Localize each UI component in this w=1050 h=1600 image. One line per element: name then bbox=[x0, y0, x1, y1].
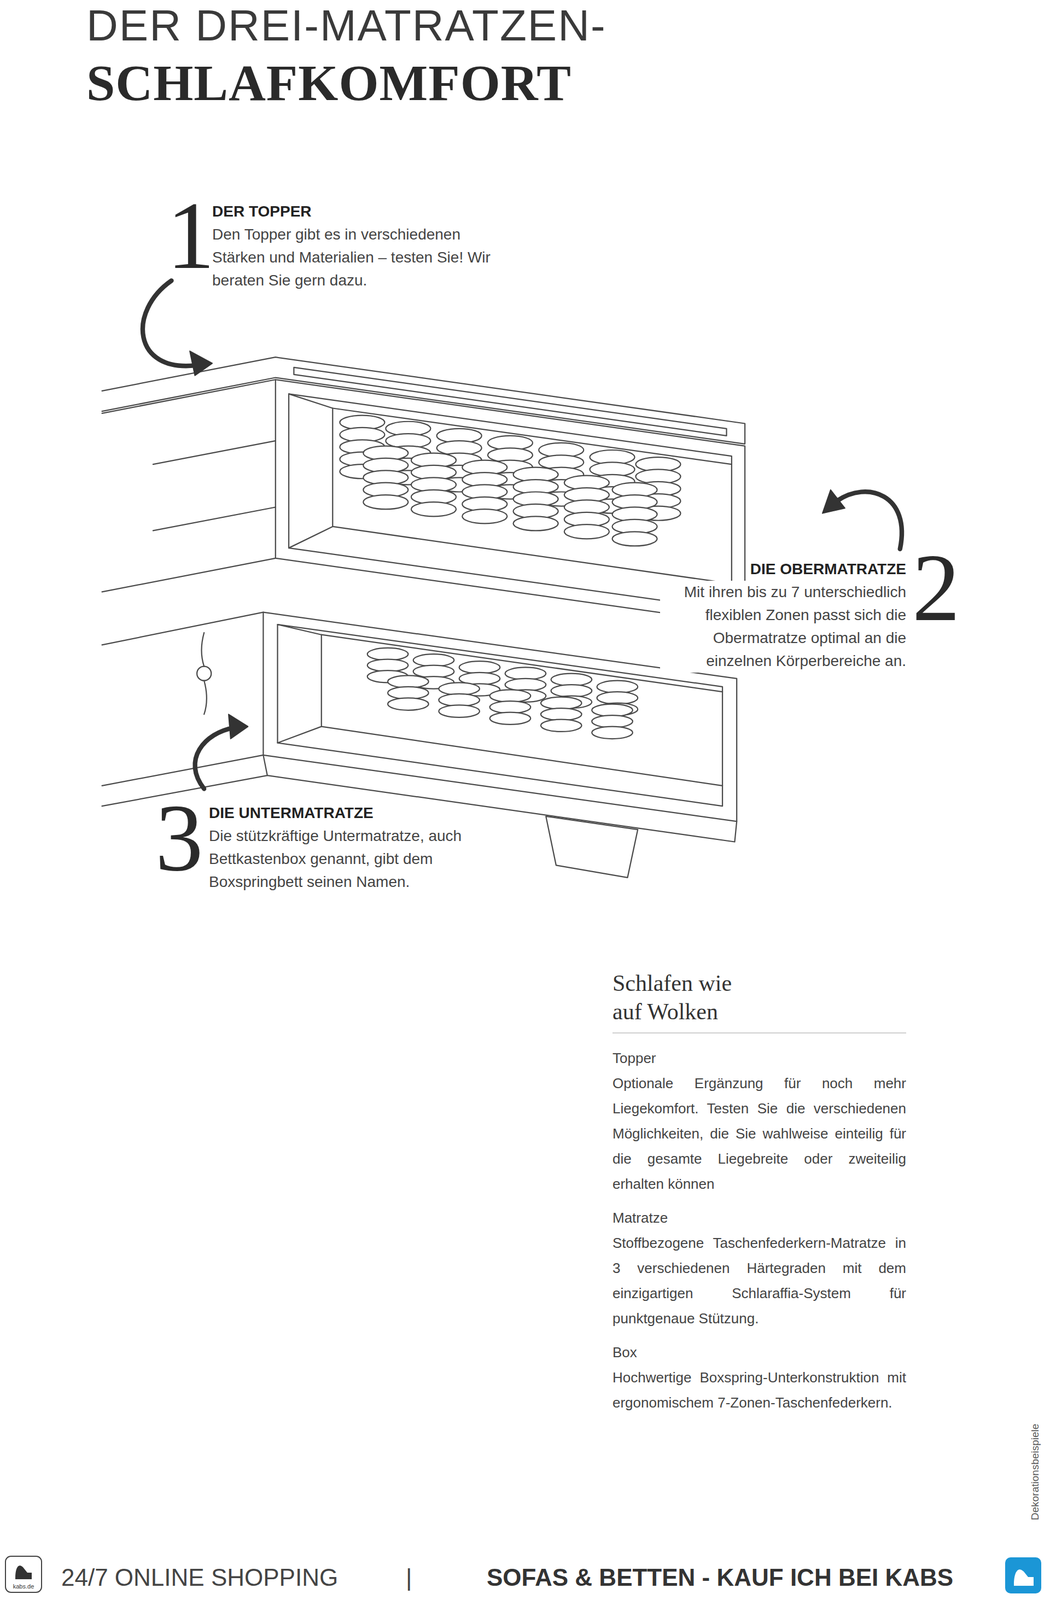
feature-heading: Box bbox=[612, 1339, 907, 1365]
feature-heading: Matratze bbox=[612, 1205, 907, 1231]
side-note: Dekorationsbeispiele bbox=[1029, 1424, 1042, 1521]
lower-springs bbox=[367, 648, 638, 739]
info-column: Schlafen wie auf Wolken TopperOptionale … bbox=[612, 969, 907, 1416]
kabs-logo-left bbox=[5, 1556, 42, 1593]
divider-line bbox=[612, 1032, 907, 1034]
feature-text: Stoffbezogene Taschenfederkern-Matratze … bbox=[612, 1230, 907, 1332]
logo-text: kabs.de bbox=[5, 1582, 42, 1591]
callout-heading: DER TOPPER bbox=[212, 200, 497, 224]
footer-text: 24/7 ONLINE SHOPPING bbox=[61, 1564, 338, 1592]
callout-text: Den Topper gibt es in verschiedenen Stär… bbox=[212, 223, 497, 293]
callout-heading: DIE UNTERMATRATZE bbox=[208, 801, 466, 825]
callout-arrows bbox=[142, 280, 902, 789]
callout-text: Mit ihren bis zu 7 unterschiedlich flexi… bbox=[660, 580, 907, 673]
callout-number: 1 bbox=[166, 188, 215, 284]
footer-slogan: SOFAS & BETTEN - KAUF ICH BEI KABS bbox=[486, 1564, 954, 1592]
callout-group: DIE UNTERMATRATZEDie stützkräftige Unter… bbox=[208, 801, 466, 894]
callout-group: DIE OBERMATRATZEMit ihren bis zu 7 unter… bbox=[660, 557, 907, 673]
callout-text: Die stützkräftige Untermatratze, auch Be… bbox=[208, 824, 466, 894]
section-heading: Schlafen wie auf Wolken bbox=[612, 969, 750, 1026]
feature-text: Optionale Ergänzung für noch mehr Liegek… bbox=[612, 1070, 907, 1197]
feature-heading: Topper bbox=[612, 1045, 907, 1071]
upper-mattress-drawing bbox=[102, 379, 746, 625]
page-title: DER DREI-MATRATZEN- SCHLAFKOMFORT bbox=[86, 0, 798, 112]
info-body-area: TopperOptionale Ergänzung für noch mehr … bbox=[612, 1045, 907, 1416]
callout-number: 2 bbox=[912, 540, 961, 637]
callout-number: 3 bbox=[155, 790, 204, 886]
upper-springs bbox=[339, 415, 681, 547]
feature-text: Hochwertige Boxspring-Unterkonstruktion … bbox=[612, 1365, 907, 1416]
callout-heading: DIE OBERMATRATZE bbox=[660, 557, 907, 581]
kabs-logo-right bbox=[1005, 1557, 1042, 1594]
info-heading-area: Schlafen wie auf Wolken bbox=[612, 969, 907, 1026]
callout-group: DER TOPPERDen Topper gibt es in verschie… bbox=[212, 200, 497, 293]
footer-divider: | bbox=[405, 1564, 412, 1592]
